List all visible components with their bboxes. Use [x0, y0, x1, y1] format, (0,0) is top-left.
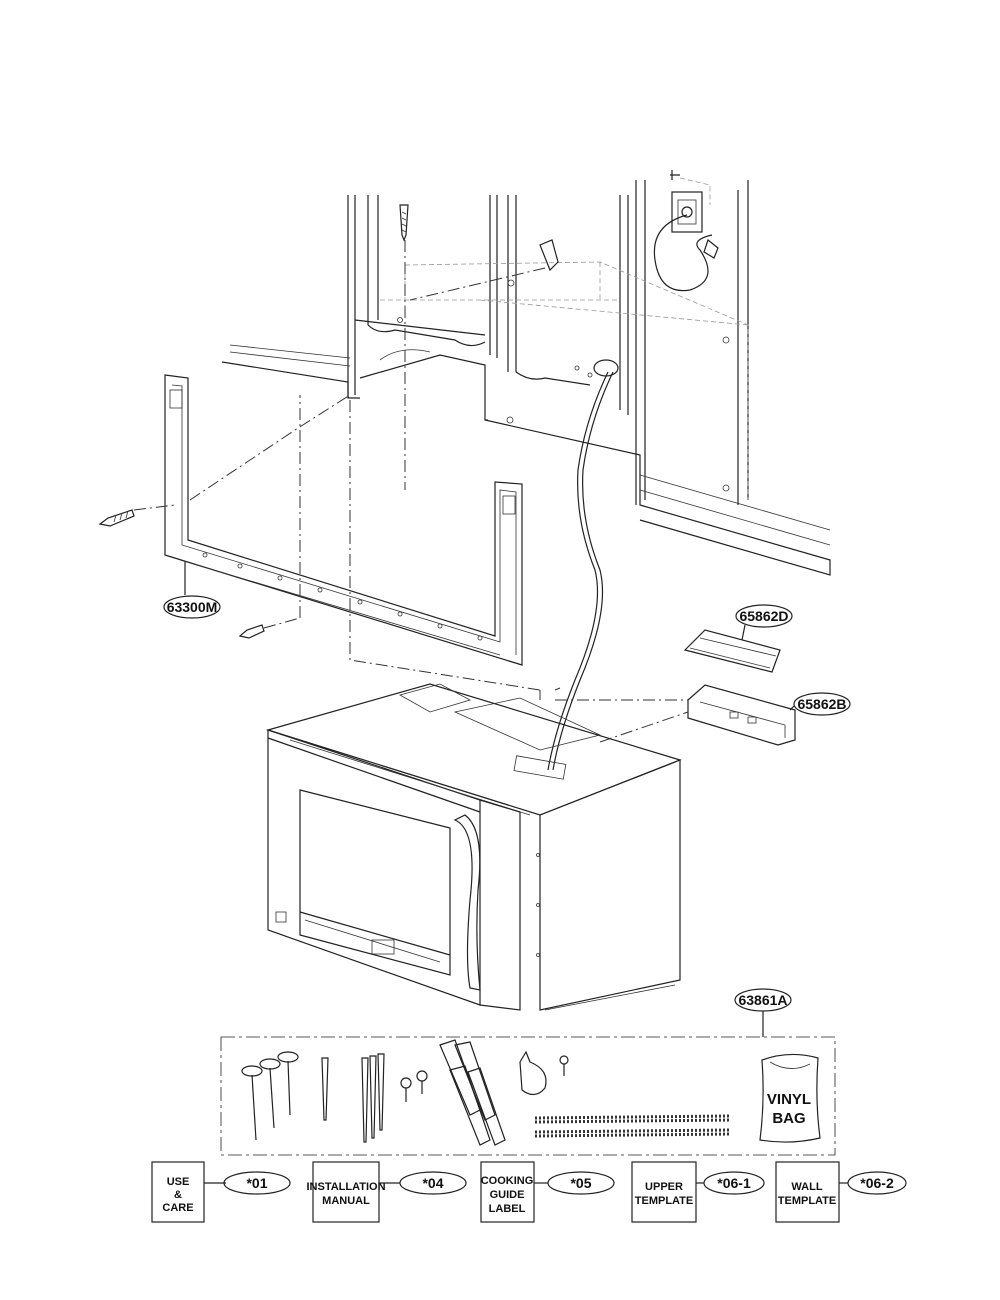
wall-cabinets: [221, 180, 831, 576]
doc-upper-template: UPPER TEMPLATE *06-1: [631, 1161, 765, 1223]
doc-label-line: TEMPLATE: [778, 1195, 836, 1207]
doc-code: *06-1: [717, 1175, 751, 1191]
doc-label-line: &: [174, 1189, 182, 1201]
part-label: 63861A: [738, 992, 787, 1008]
damper-65862D: [683, 629, 781, 673]
doc-label-line: INSTALLATION: [306, 1181, 385, 1193]
part-label: 65862D: [739, 608, 788, 624]
doc-label-line: USE: [167, 1176, 190, 1188]
wood-screws-icon: [321, 1053, 385, 1143]
doc-cooking-guide-label: COOKING GUIDE LABEL *05: [480, 1161, 615, 1223]
doc-label-line: GUIDE: [490, 1189, 525, 1201]
doc-label-line: LABEL: [489, 1203, 526, 1215]
doc-label-line: TEMPLATE: [635, 1195, 693, 1207]
vinyl-bag-label-1: VINYL: [767, 1091, 811, 1108]
doc-code: *04: [422, 1175, 443, 1191]
doc-label-line: CARE: [162, 1202, 193, 1214]
doc-code: *05: [570, 1175, 591, 1191]
toggle-bolt-icon: [241, 1051, 299, 1141]
wood-screw-lower: [238, 624, 265, 639]
callout-65862B: 65862B: [789, 692, 851, 716]
callout-63300M: 63300M: [163, 595, 221, 619]
cord-clamp-icon: [519, 1050, 569, 1096]
installation-kit-63861A: VINYL BAG: [220, 1011, 836, 1156]
doc-label-line: COOKING: [481, 1175, 534, 1187]
callout-65862D: 65862D: [735, 604, 793, 641]
mounting-plate: [164, 374, 523, 666]
wall-outlet: [653, 170, 719, 292]
part-label: 65862B: [797, 696, 846, 712]
vinyl-bag-icon: VINYL BAG: [759, 1053, 821, 1143]
toggle-wings-icon: [439, 1039, 506, 1146]
springs-icon: [534, 1114, 731, 1138]
part-label: 63300M: [167, 599, 218, 615]
doc-label-line: MANUAL: [322, 1195, 370, 1207]
doc-wall-template: WALL TEMPLATE *06-2: [775, 1161, 907, 1223]
microwave-oven: [265, 683, 682, 1011]
doc-label-line: UPPER: [645, 1181, 683, 1193]
doc-code: *06-2: [860, 1175, 894, 1191]
vinyl-bag-label-2: BAG: [772, 1110, 805, 1127]
wood-screw-left: [98, 509, 135, 527]
doc-installation-manual: INSTALLATION MANUAL *04: [306, 1161, 467, 1223]
doc-label-line: WALL: [791, 1181, 822, 1193]
callout-63861A: 63861A: [734, 988, 792, 1012]
doc-use-and-care: USE & CARE *01: [151, 1161, 291, 1223]
damper-housing-65862B: [687, 684, 796, 746]
small-screws-icon: [400, 1070, 428, 1102]
doc-code: *01: [246, 1175, 267, 1191]
